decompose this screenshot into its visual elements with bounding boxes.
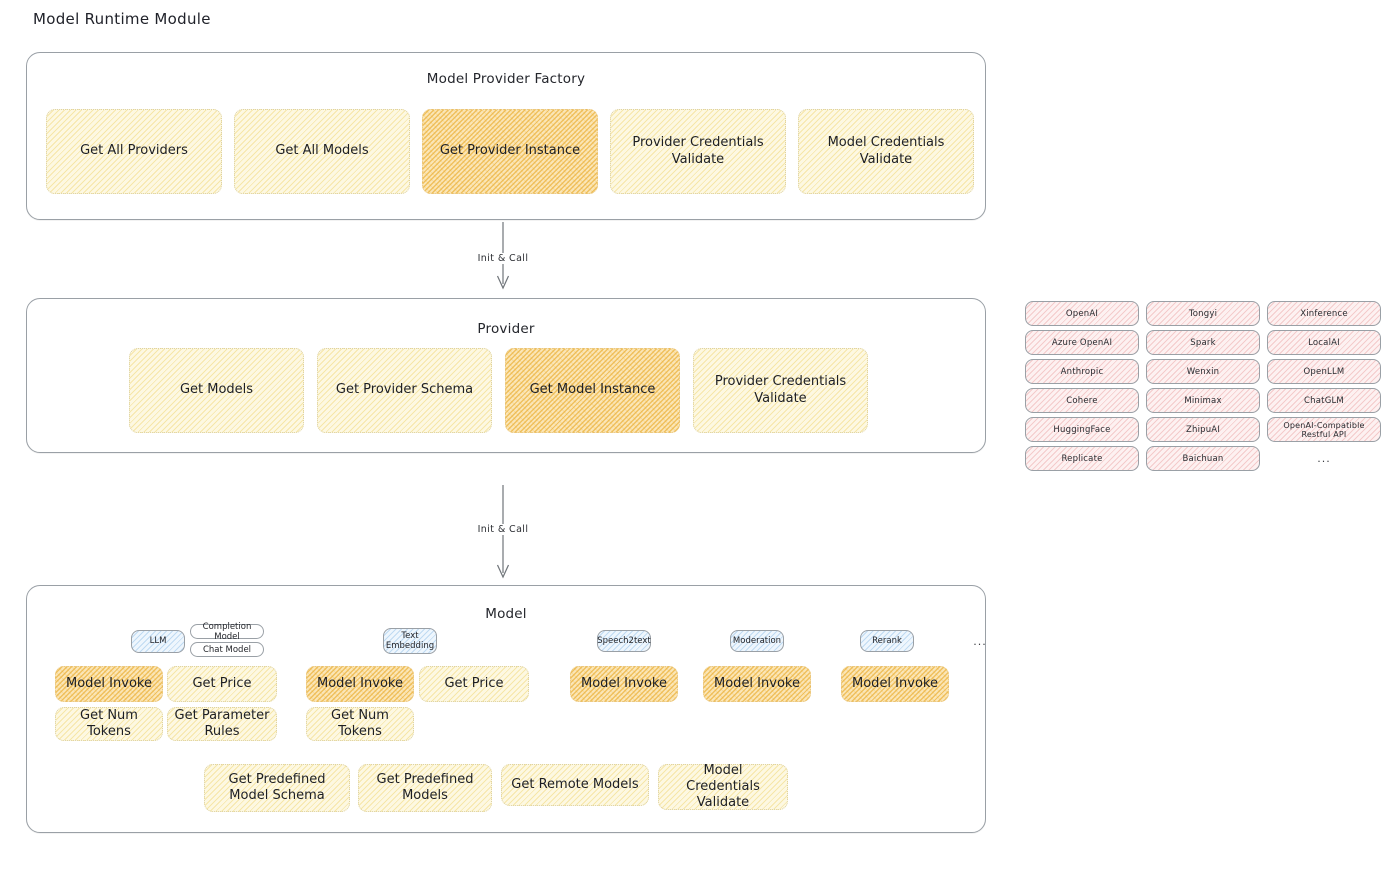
panel-title-model: Model: [485, 606, 527, 622]
provider-pill-tongyi[interactable]: Tongyi: [1146, 301, 1260, 326]
node-provider-credentials-validate-2[interactable]: Provider Credentials Validate: [693, 348, 868, 433]
node-provider-credentials-validate[interactable]: Provider Credentials Validate: [610, 109, 786, 194]
model-subtype-pill-completion-model[interactable]: Completion Model: [190, 622, 264, 642]
provider-pill-chatglm[interactable]: ChatGLM: [1267, 388, 1381, 413]
provider-pill-list: OpenAI Azure OpenAI Anthropic Cohere Hug…: [1025, 300, 1383, 475]
node-text-embedding-get-price[interactable]: Get Price: [419, 666, 529, 702]
model-subtype-pill-chat-model[interactable]: Chat Model: [190, 642, 264, 657]
provider-pill-openllm[interactable]: OpenLLM: [1267, 359, 1381, 384]
provider-pill-zhipuai[interactable]: ZhipuAI: [1146, 417, 1260, 442]
provider-pill-anthropic[interactable]: Anthropic: [1025, 359, 1139, 384]
provider-pill-xinference[interactable]: Xinference: [1267, 301, 1381, 326]
node-get-provider-instance[interactable]: Get Provider Instance: [422, 109, 598, 194]
model-type-pill-llm[interactable]: LLM: [131, 630, 185, 653]
arrow-label-init-and-call-2: Init & Call: [473, 524, 533, 535]
provider-pill-replicate[interactable]: Replicate: [1025, 446, 1139, 471]
provider-pill-wenxin[interactable]: Wenxin: [1146, 359, 1260, 384]
node-model-credentials-validate[interactable]: Model Credentials Validate: [798, 109, 974, 194]
node-llm-get-parameter-rules[interactable]: Get Parameter Rules: [167, 707, 277, 741]
node-get-predefined-model-schema[interactable]: Get Predefined Model Schema: [204, 764, 350, 812]
provider-pill-minimax[interactable]: Minimax: [1146, 388, 1260, 413]
node-get-all-models[interactable]: Get All Models: [234, 109, 410, 194]
arrow-label-init-and-call-1: Init & Call: [473, 253, 533, 264]
node-model-credentials-validate-2[interactable]: Model Credentials Validate: [658, 763, 788, 810]
node-rerank-model-invoke[interactable]: Model Invoke: [841, 666, 949, 702]
arrow-provider-to-model: [478, 485, 528, 585]
provider-pill-openai[interactable]: OpenAI: [1025, 301, 1139, 326]
panel-title-model-provider-factory: Model Provider Factory: [426, 71, 586, 87]
panel-model: Model LLM Completion Model Chat Model Mo…: [26, 585, 992, 847]
node-get-provider-schema[interactable]: Get Provider Schema: [317, 348, 492, 433]
node-llm-get-price[interactable]: Get Price: [167, 666, 277, 702]
page-title: Model Runtime Module: [33, 10, 211, 28]
node-text-embedding-model-invoke[interactable]: Model Invoke: [306, 666, 414, 702]
model-type-pill-moderation[interactable]: Moderation: [730, 630, 784, 652]
provider-pill-azure-openai[interactable]: Azure OpenAI: [1025, 330, 1139, 355]
model-type-pill-rerank[interactable]: Rerank: [860, 630, 914, 652]
provider-pill-cohere[interactable]: Cohere: [1025, 388, 1139, 413]
model-type-pill-text-embedding[interactable]: Text Embedding: [383, 628, 437, 654]
provider-pill-baichuan[interactable]: Baichuan: [1146, 446, 1260, 471]
node-get-remote-models[interactable]: Get Remote Models: [501, 764, 649, 806]
provider-pill-spark[interactable]: Spark: [1146, 330, 1260, 355]
node-llm-get-num-tokens[interactable]: Get Num Tokens: [55, 707, 163, 741]
provider-pill-more: ...: [1317, 452, 1331, 465]
model-type-more: ...: [973, 634, 987, 648]
node-get-all-providers[interactable]: Get All Providers: [46, 109, 222, 194]
node-get-predefined-models[interactable]: Get Predefined Models: [358, 764, 492, 812]
panel-title-provider: Provider: [477, 321, 535, 337]
node-speech2text-model-invoke[interactable]: Model Invoke: [570, 666, 678, 702]
panel-provider: Provider Get Models Get Provider Schema …: [26, 298, 992, 467]
model-type-pill-speech2text[interactable]: Speech2text: [597, 630, 651, 652]
node-get-model-instance[interactable]: Get Model Instance: [505, 348, 680, 433]
node-get-models[interactable]: Get Models: [129, 348, 304, 433]
provider-pill-localai[interactable]: LocalAI: [1267, 330, 1381, 355]
node-moderation-model-invoke[interactable]: Model Invoke: [703, 666, 811, 702]
provider-pill-openai-compatible-restful-api[interactable]: OpenAI-Compatible Restful API: [1267, 417, 1381, 442]
node-text-embedding-get-num-tokens[interactable]: Get Num Tokens: [306, 707, 414, 741]
node-llm-model-invoke[interactable]: Model Invoke: [55, 666, 163, 702]
provider-pill-huggingface[interactable]: HuggingFace: [1025, 417, 1139, 442]
panel-model-provider-factory: Model Provider Factory Get All Providers…: [26, 52, 986, 220]
